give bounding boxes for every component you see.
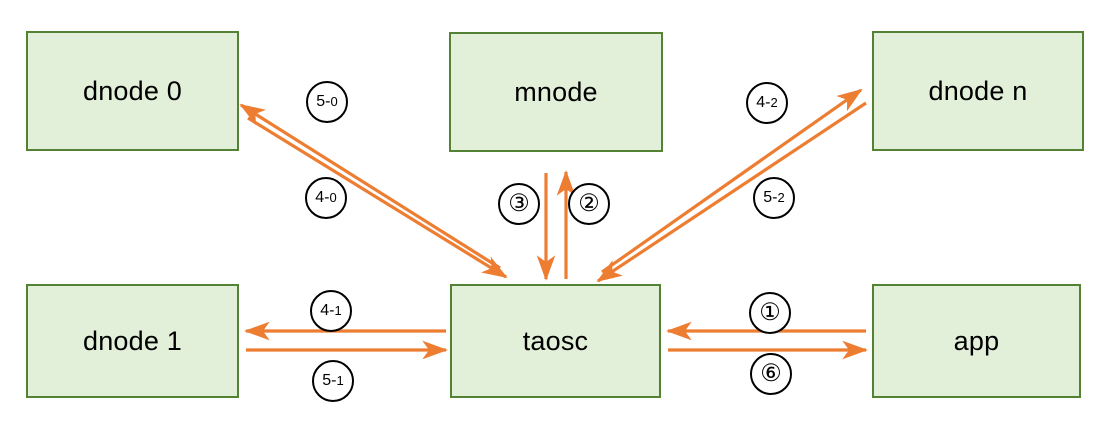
edge-marker-5-0[interactable]: 5-0	[306, 81, 348, 123]
node-label: taosc	[522, 325, 589, 356]
node-label: dnode n	[928, 75, 1028, 106]
edge-marker-1[interactable]: ①	[749, 292, 791, 334]
edge-marker-label: ①	[759, 299, 781, 326]
edge-marker-label: 5-0	[316, 93, 338, 110]
node-dnode-1[interactable]: dnode 1	[26, 284, 239, 398]
edge-marker-label: 4-1	[320, 302, 342, 319]
edge-line-4-2	[601, 88, 863, 274]
node-app[interactable]: app	[872, 284, 1081, 398]
edge-marker-2[interactable]: ②	[568, 183, 610, 225]
node-dnode-n[interactable]: dnode n	[872, 31, 1084, 151]
node-label: app	[953, 325, 1000, 356]
node-label: dnode 0	[83, 75, 182, 106]
edge-marker-label: 4-2	[756, 94, 778, 111]
edge-marker-3[interactable]: ③	[498, 183, 540, 225]
edge-marker-label: ⑥	[760, 360, 782, 387]
edge-marker-6[interactable]: ⑥	[750, 353, 792, 395]
edge-line-4-0	[247, 116, 508, 279]
node-dnode-0[interactable]: dnode 0	[26, 31, 239, 151]
edge-marker-4-1[interactable]: 4-1	[310, 290, 352, 332]
node-mnode[interactable]: mnode	[449, 32, 663, 152]
edge-marker-4-0[interactable]: 4-0	[305, 177, 347, 219]
edge-marker-label: 5-2	[763, 189, 785, 206]
edge-marker-label: 5-1	[322, 372, 344, 389]
edge-marker-4-2[interactable]: 4-2	[746, 82, 788, 124]
node-label: mnode	[514, 76, 598, 107]
edge-marker-5-1[interactable]: 5-1	[312, 360, 354, 402]
edge-marker-5-2[interactable]: 5-2	[753, 177, 795, 219]
edge-marker-label: 4-0	[315, 189, 337, 206]
node-label: dnode 1	[83, 325, 182, 356]
edge-line-5-2	[596, 101, 867, 283]
node-taosc[interactable]: taosc	[450, 284, 661, 398]
edge-marker-label: ②	[578, 190, 600, 217]
edge-marker-label: ③	[508, 190, 530, 217]
edge-line-5-0	[239, 103, 501, 270]
